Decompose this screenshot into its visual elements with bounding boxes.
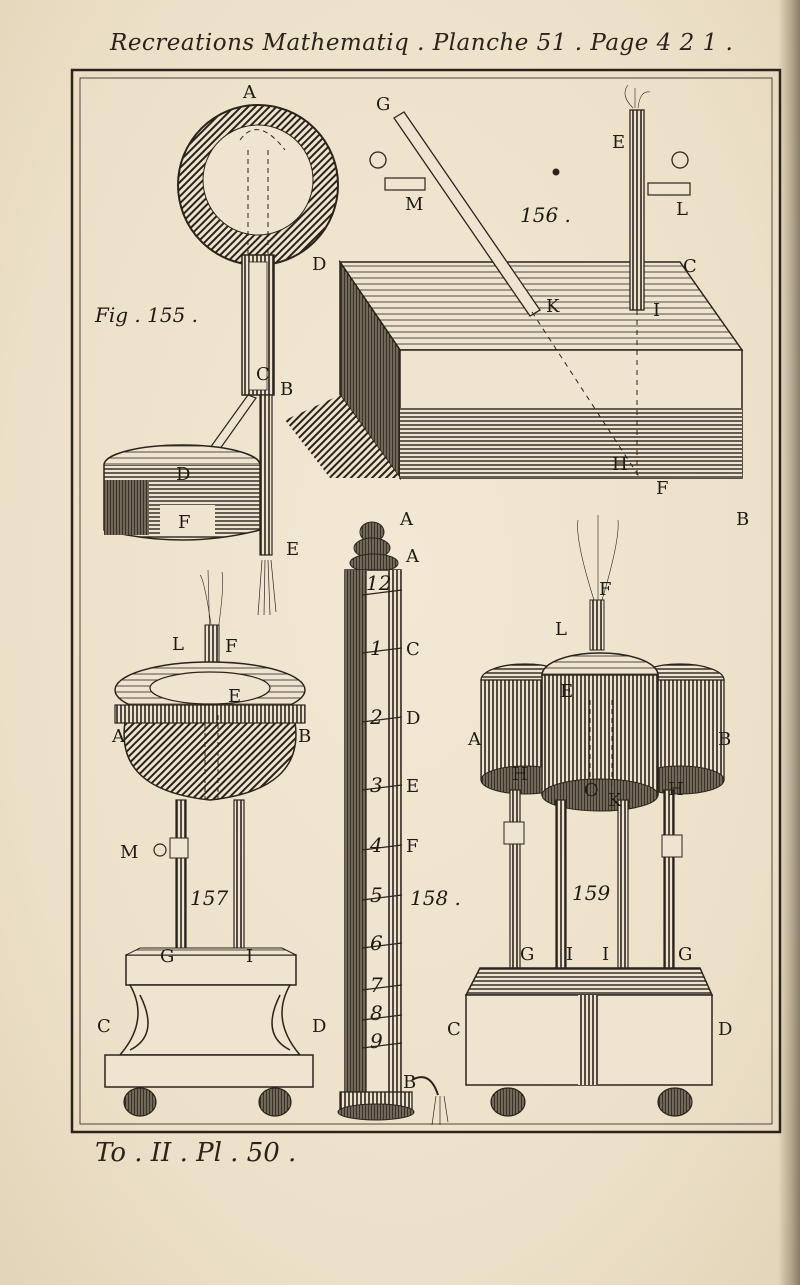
svg-text:C: C bbox=[97, 1016, 111, 1037]
svg-text:8: 8 bbox=[370, 1001, 383, 1025]
svg-text:156 .: 156 . bbox=[520, 203, 571, 227]
figure-155: A B C D E F Fig . 155 . bbox=[94, 82, 339, 616]
svg-text:G: G bbox=[376, 94, 390, 115]
svg-text:F: F bbox=[178, 512, 191, 533]
svg-text:3: 3 bbox=[370, 773, 383, 797]
svg-text:G: G bbox=[678, 944, 692, 965]
svg-text:E: E bbox=[286, 539, 299, 560]
svg-text:158 .: 158 . bbox=[410, 886, 461, 910]
svg-text:157: 157 bbox=[190, 886, 228, 910]
page-edge-shadow bbox=[778, 0, 800, 1285]
svg-text:F: F bbox=[656, 478, 669, 499]
svg-text:I: I bbox=[246, 946, 253, 967]
plate-header: Recreations Mathematiq . Planche 51 . Pa… bbox=[110, 30, 734, 56]
svg-text:L: L bbox=[555, 619, 567, 640]
svg-text:5: 5 bbox=[370, 883, 383, 907]
svg-text:A: A bbox=[399, 509, 414, 530]
svg-text:D: D bbox=[176, 464, 190, 485]
svg-text:B: B bbox=[280, 379, 293, 400]
svg-text:9: 9 bbox=[370, 1029, 383, 1053]
svg-text:D: D bbox=[406, 708, 420, 729]
svg-text:H: H bbox=[512, 764, 528, 785]
plate-footer: To . II . Pl . 50 . bbox=[95, 1138, 297, 1168]
svg-text:D: D bbox=[312, 254, 326, 275]
svg-text:2: 2 bbox=[369, 705, 383, 729]
svg-text:B: B bbox=[736, 509, 749, 530]
svg-text:L: L bbox=[676, 199, 688, 220]
svg-text:A: A bbox=[467, 729, 482, 750]
svg-text:E: E bbox=[560, 681, 573, 702]
svg-text:M: M bbox=[120, 842, 138, 863]
svg-text:K: K bbox=[608, 790, 622, 811]
svg-text:E: E bbox=[228, 686, 241, 707]
svg-text:A: A bbox=[111, 726, 126, 747]
svg-text:A: A bbox=[405, 546, 420, 567]
bowl-157 bbox=[123, 721, 297, 801]
svg-text:F: F bbox=[406, 836, 419, 857]
svg-text:G: G bbox=[520, 944, 534, 965]
svg-text:A: A bbox=[242, 82, 257, 103]
svg-text:4: 4 bbox=[369, 833, 383, 857]
svg-text:B: B bbox=[718, 729, 731, 750]
central-cylinder-159 bbox=[541, 674, 659, 796]
svg-text:K: K bbox=[546, 296, 560, 317]
svg-text:12: 12 bbox=[366, 571, 391, 595]
box-top-156 bbox=[338, 261, 744, 351]
svg-text:C: C bbox=[447, 1019, 461, 1040]
svg-text:C: C bbox=[406, 639, 420, 660]
svg-text:H: H bbox=[668, 779, 684, 800]
svg-text:C: C bbox=[256, 364, 270, 385]
svg-text:D: D bbox=[718, 1019, 732, 1040]
svg-text:I: I bbox=[602, 944, 609, 965]
svg-text:O: O bbox=[584, 780, 599, 801]
svg-text:7: 7 bbox=[370, 973, 383, 997]
svg-text:H: H bbox=[612, 454, 628, 475]
svg-text:Fig . 155 .: Fig . 155 . bbox=[94, 303, 198, 327]
svg-text:B: B bbox=[298, 726, 311, 747]
figure-158: 12 1 2 3 4 5 6 7 8 9 A C D E F B 158 . bbox=[337, 521, 461, 1126]
svg-text:D: D bbox=[312, 1016, 326, 1037]
svg-text:M: M bbox=[405, 194, 423, 215]
svg-text:G: G bbox=[160, 946, 174, 967]
figure-157: L F E A B M G I C D 157 bbox=[97, 569, 326, 1117]
svg-text:159: 159 bbox=[572, 881, 610, 905]
svg-text:E: E bbox=[612, 132, 625, 153]
figure-159: F L E A B H H O K G I I G C D 159 bbox=[447, 515, 732, 1117]
svg-text:I: I bbox=[566, 944, 573, 965]
svg-text:C: C bbox=[683, 256, 697, 277]
svg-text:B: B bbox=[403, 1072, 416, 1093]
svg-text:E: E bbox=[406, 776, 419, 797]
figure-156: G M E L D C K I H F A B 156 . bbox=[285, 84, 749, 530]
svg-text:6: 6 bbox=[370, 931, 383, 955]
svg-text:F: F bbox=[599, 579, 612, 600]
svg-text:1: 1 bbox=[370, 636, 383, 660]
svg-text:F: F bbox=[225, 636, 238, 657]
svg-text:I: I bbox=[653, 300, 660, 321]
svg-text:L: L bbox=[172, 634, 184, 655]
